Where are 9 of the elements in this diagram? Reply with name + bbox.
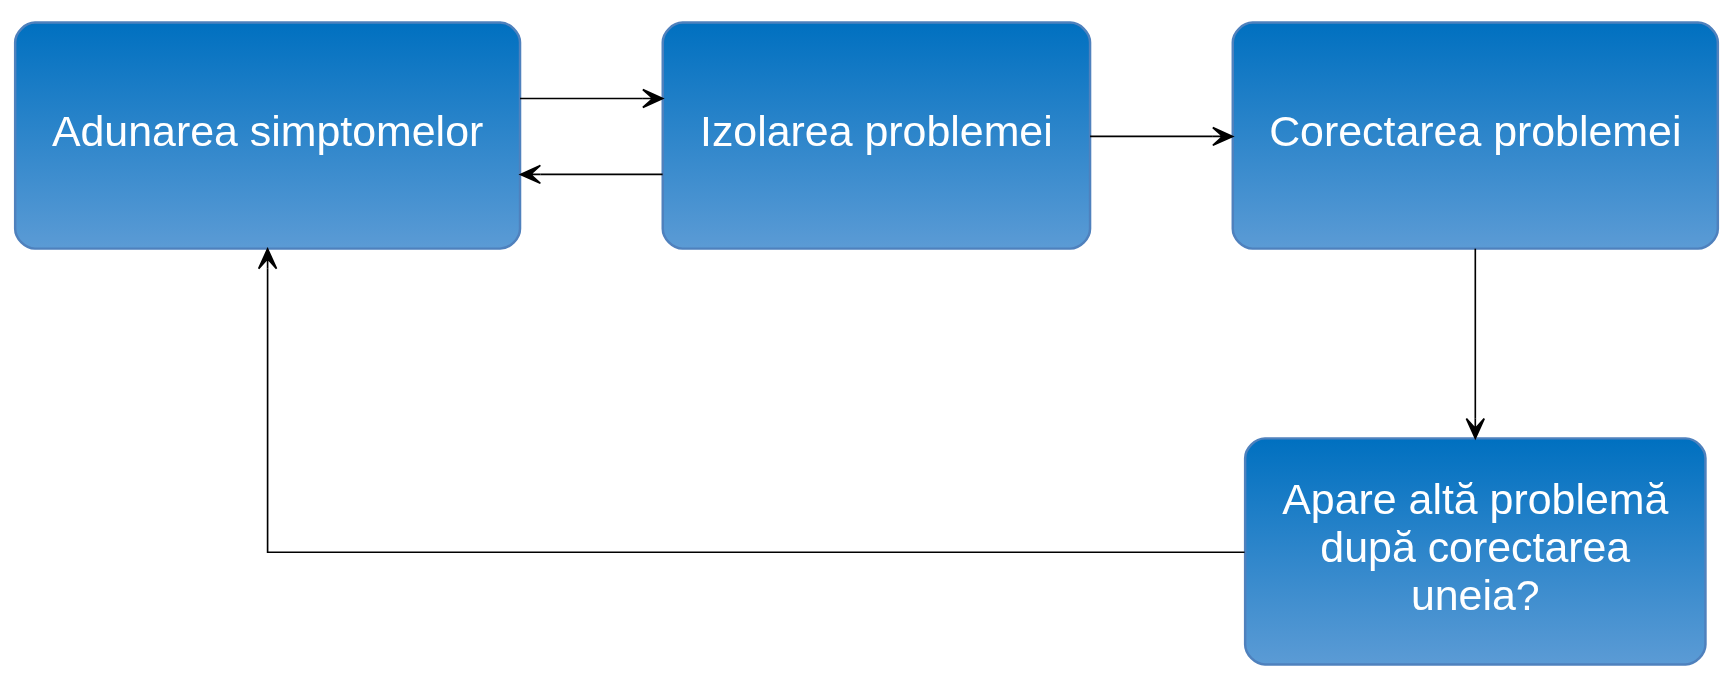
- arrow: [519, 164, 664, 184]
- arrow: [257, 247, 1246, 553]
- arrow: [1465, 247, 1486, 439]
- node-box: Adunarea simptomelor: [13, 20, 522, 250]
- node-box: Corectarea problemei: [1231, 20, 1720, 250]
- arrow: [519, 88, 664, 108]
- arrow: [1089, 126, 1234, 146]
- node-box: Apare altă problemă după corectarea uneia?: [1243, 436, 1707, 666]
- node-box: Izolarea problemei: [661, 20, 1092, 250]
